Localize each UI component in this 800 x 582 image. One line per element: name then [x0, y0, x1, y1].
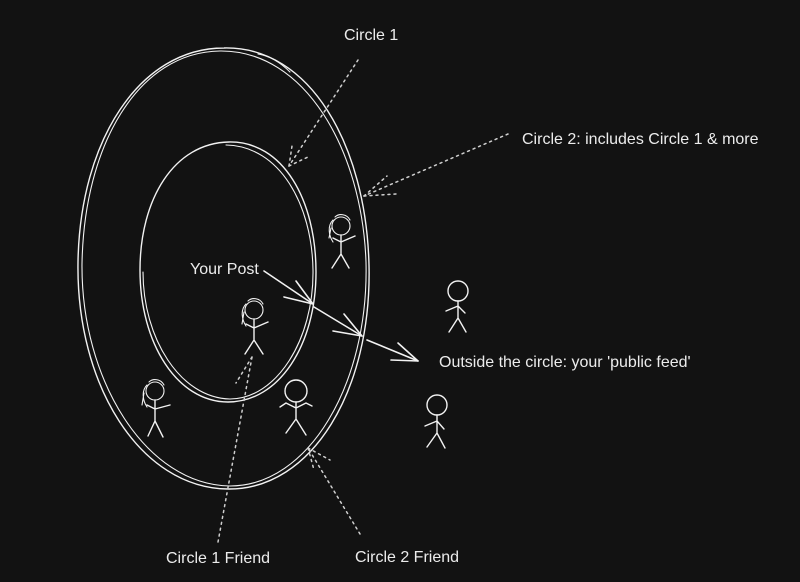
label-circle-1: Circle 1 [344, 27, 398, 44]
figure-circle2-left [141, 379, 171, 438]
label-circle-2-friend: Circle 2 Friend [355, 549, 459, 566]
label-circle-2: Circle 2: includes Circle 1 & more [522, 131, 759, 148]
figure-circle2-top [328, 214, 356, 269]
figure-outside-top [445, 280, 469, 333]
dotted-arrow-circle-2-friend [307, 447, 361, 535]
label-your-post: Your Post [190, 261, 259, 278]
figure-circle2-bottom [279, 379, 313, 436]
dotted-arrow-circle-1 [288, 59, 359, 167]
inner-circle [139, 141, 317, 403]
figure-outside-bottom [424, 394, 448, 449]
dotted-arrow-circle-2 [363, 133, 509, 197]
your-post-arrow [263, 270, 419, 362]
label-circle-1-friend: Circle 1 Friend [166, 550, 270, 567]
figure-circle1-center [241, 298, 269, 355]
dotted-arrow-circle-1-friend [217, 356, 253, 543]
label-outside-circle: Outside the circle: your 'public feed' [439, 354, 691, 371]
